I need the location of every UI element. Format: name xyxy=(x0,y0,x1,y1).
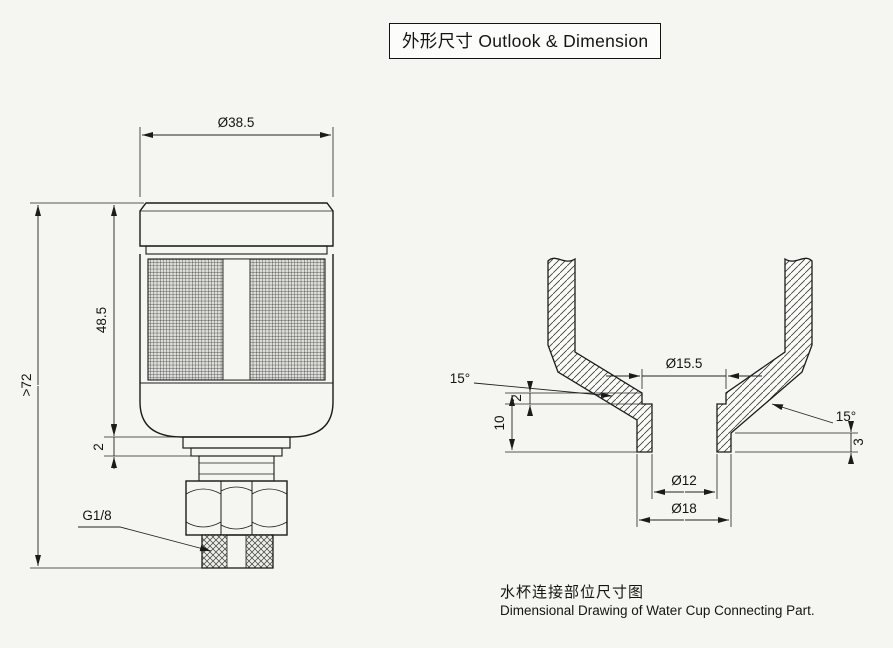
leader-line xyxy=(473,382,613,398)
caption-chinese: 水杯连接部位尺寸图 xyxy=(500,584,645,601)
dim-text-diameter-top: Ø38.5 xyxy=(218,115,255,130)
dim-step: 2 xyxy=(91,424,191,469)
page-title: 外形尺寸 Outlook & Dimension xyxy=(402,31,649,51)
dim-counterbore-depth: 2 xyxy=(505,381,642,416)
leader-line xyxy=(78,526,212,552)
dim-angle-left: 15° xyxy=(450,371,613,398)
cup-right-wall-section xyxy=(716,257,813,453)
mesh-center-post xyxy=(222,258,251,381)
dim-text-bore: Ø15.5 xyxy=(666,356,703,371)
dim-lip: 3 xyxy=(735,421,866,464)
left-view-dimensions: Ø38.5 48.5 2 > xyxy=(19,115,334,569)
dim-text-total-height: >72 xyxy=(19,374,34,397)
dim-diameter-top: Ø38.5 xyxy=(139,115,334,197)
dim-text-body-height: 48.5 xyxy=(94,307,109,333)
cap-rim xyxy=(145,245,328,255)
dim-text-hole: Ø12 xyxy=(671,473,697,488)
dim-hole: Ø12 xyxy=(651,454,718,499)
right-view-dimensions: Ø15.5 15° 2 10 xyxy=(450,356,866,527)
dim-text-boss-outer: Ø18 xyxy=(671,501,697,516)
caption-english: Dimensional Drawing of Water Cup Connect… xyxy=(500,603,815,618)
hex-chamfer-arcs xyxy=(185,486,288,530)
water-cup-connection-section xyxy=(547,257,813,453)
leader-line xyxy=(771,403,834,424)
dim-text-boss-depth: 10 xyxy=(492,415,507,430)
base-step-1 xyxy=(182,436,291,449)
cup-left-wall-section xyxy=(547,257,653,453)
angle-right-label: 15° xyxy=(836,409,856,424)
dim-text-counterbore-depth: 2 xyxy=(509,394,524,402)
cap-outline xyxy=(139,202,334,247)
dim-total-height: >72 xyxy=(19,205,202,569)
dim-boss-outer: Ø18 xyxy=(636,454,732,527)
dim-text-step: 2 xyxy=(91,443,106,451)
dim-angle-right: 15° xyxy=(771,403,856,424)
angle-left-label: 15° xyxy=(450,371,470,386)
dim-body-height: 48.5 xyxy=(30,202,180,438)
thread-section-left xyxy=(201,534,228,569)
dim-boss-depth: 10 xyxy=(492,395,637,453)
dim-bore: Ø15.5 xyxy=(606,356,762,389)
thread-section-right xyxy=(245,534,274,569)
thread-label: G1/8 xyxy=(82,508,111,523)
title-box: 外形尺寸 Outlook & Dimension xyxy=(389,23,662,59)
neck xyxy=(198,455,275,482)
thread-stub-outline xyxy=(201,534,274,569)
dim-text-lip: 3 xyxy=(851,438,866,446)
breather-front-view xyxy=(139,202,334,569)
thread-callout: G1/8 xyxy=(78,508,212,552)
base-step-2 xyxy=(190,447,283,457)
